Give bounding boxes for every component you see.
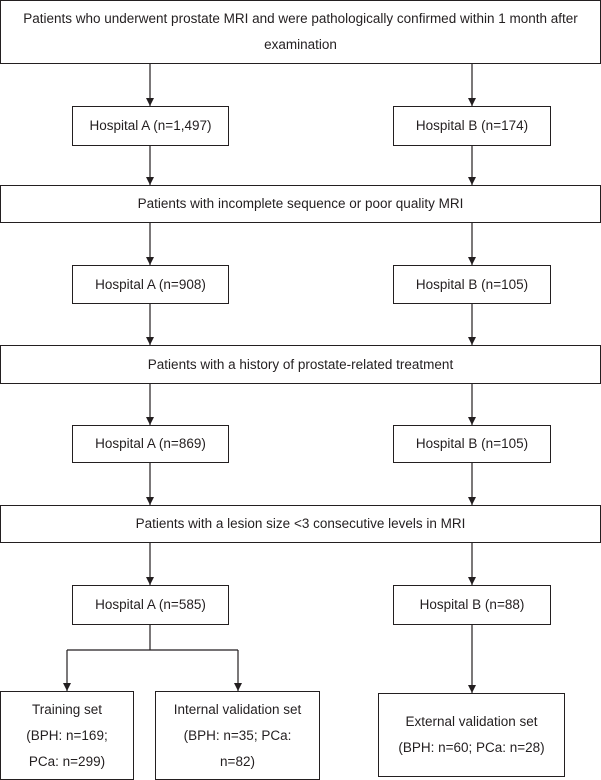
hospital-b-initial-text: Hospital B (n=174) [415, 118, 529, 133]
box-hospital-a-initial: Hospital A (n=1,497) [72, 106, 229, 146]
hospital-a-final-text: Hospital A (n=585) [95, 597, 206, 612]
box-hospital-a-after-treatment-check: Hospital A (n=869) [72, 425, 229, 463]
internal-validation-set-text: Internal validation set (BPH: n=35; PCa:… [173, 701, 302, 769]
hospital-b-after-mri-check-text: Hospital B (n=105) [415, 276, 529, 292]
exclusion-prior-treatment-text: Patients with a history of prostate-rela… [147, 356, 454, 372]
external-validation-set-text: External validation set (BPH: n=60; PCa:… [398, 714, 545, 755]
box-internal-validation-set: Internal validation set (BPH: n=35; PCa:… [155, 691, 320, 780]
hospital-b-final-text: Hospital B (n=88) [419, 597, 525, 612]
box-hospital-b-after-mri-check: Hospital B (n=105) [393, 265, 551, 304]
training-set-text: Training set (BPH: n=169; PCa: n=299) [26, 701, 108, 769]
box-exclusion-prior-treatment: Patients with a history of prostate-rela… [0, 345, 601, 384]
hospital-a-after-mri-check-text: Hospital A (n=908) [95, 276, 206, 292]
box-initial-cohort: Patients who underwent prostate MRI and … [0, 0, 601, 64]
exclusion-incomplete-mri-text: Patients with incomplete sequence or poo… [137, 196, 464, 211]
box-hospital-b-final: Hospital B (n=88) [393, 585, 551, 625]
box-exclusion-incomplete-mri: Patients with incomplete sequence or poo… [0, 185, 601, 223]
hospital-a-after-treatment-check-text: Hospital A (n=869) [95, 436, 206, 451]
hospital-b-after-treatment-check-text: Hospital B (n=105) [415, 436, 529, 451]
box-hospital-b-initial: Hospital B (n=174) [393, 106, 551, 146]
box-hospital-a-after-mri-check: Hospital A (n=908) [72, 265, 229, 304]
initial-cohort-text: Patients who underwent prostate MRI and … [23, 11, 578, 52]
box-hospital-a-final: Hospital A (n=585) [72, 585, 229, 625]
box-exclusion-lesion-size: Patients with a lesion size <3 consecuti… [0, 505, 601, 543]
box-training-set: Training set (BPH: n=169; PCa: n=299) [0, 691, 134, 780]
exclusion-lesion-size-text: Patients with a lesion size <3 consecuti… [135, 516, 466, 531]
box-hospital-b-after-treatment-check: Hospital B (n=105) [393, 425, 551, 463]
box-external-validation-set: External validation set (BPH: n=60; PCa:… [378, 693, 565, 777]
hospital-a-initial-text: Hospital A (n=1,497) [89, 118, 212, 133]
